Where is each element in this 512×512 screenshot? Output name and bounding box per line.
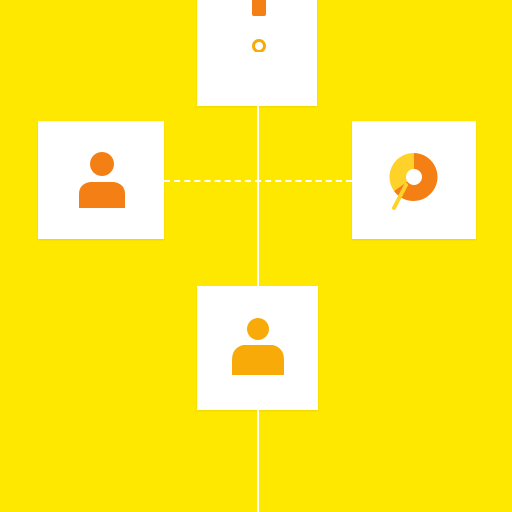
user-node-card-bottom[interactable] — [197, 286, 318, 410]
user-node-card-left[interactable] — [38, 121, 164, 239]
user-icon — [72, 150, 132, 210]
user-icon — [228, 317, 288, 375]
pie-chart-icon — [386, 150, 442, 210]
connector-bottom-offscreen — [257, 410, 259, 512]
connector-top-to-bottom — [257, 106, 259, 288]
alert-icon — [249, 0, 269, 52]
dashed-connector-left-to-right — [164, 180, 352, 182]
alert-node-card[interactable] — [197, 0, 317, 106]
chart-node-card[interactable] — [352, 121, 476, 239]
